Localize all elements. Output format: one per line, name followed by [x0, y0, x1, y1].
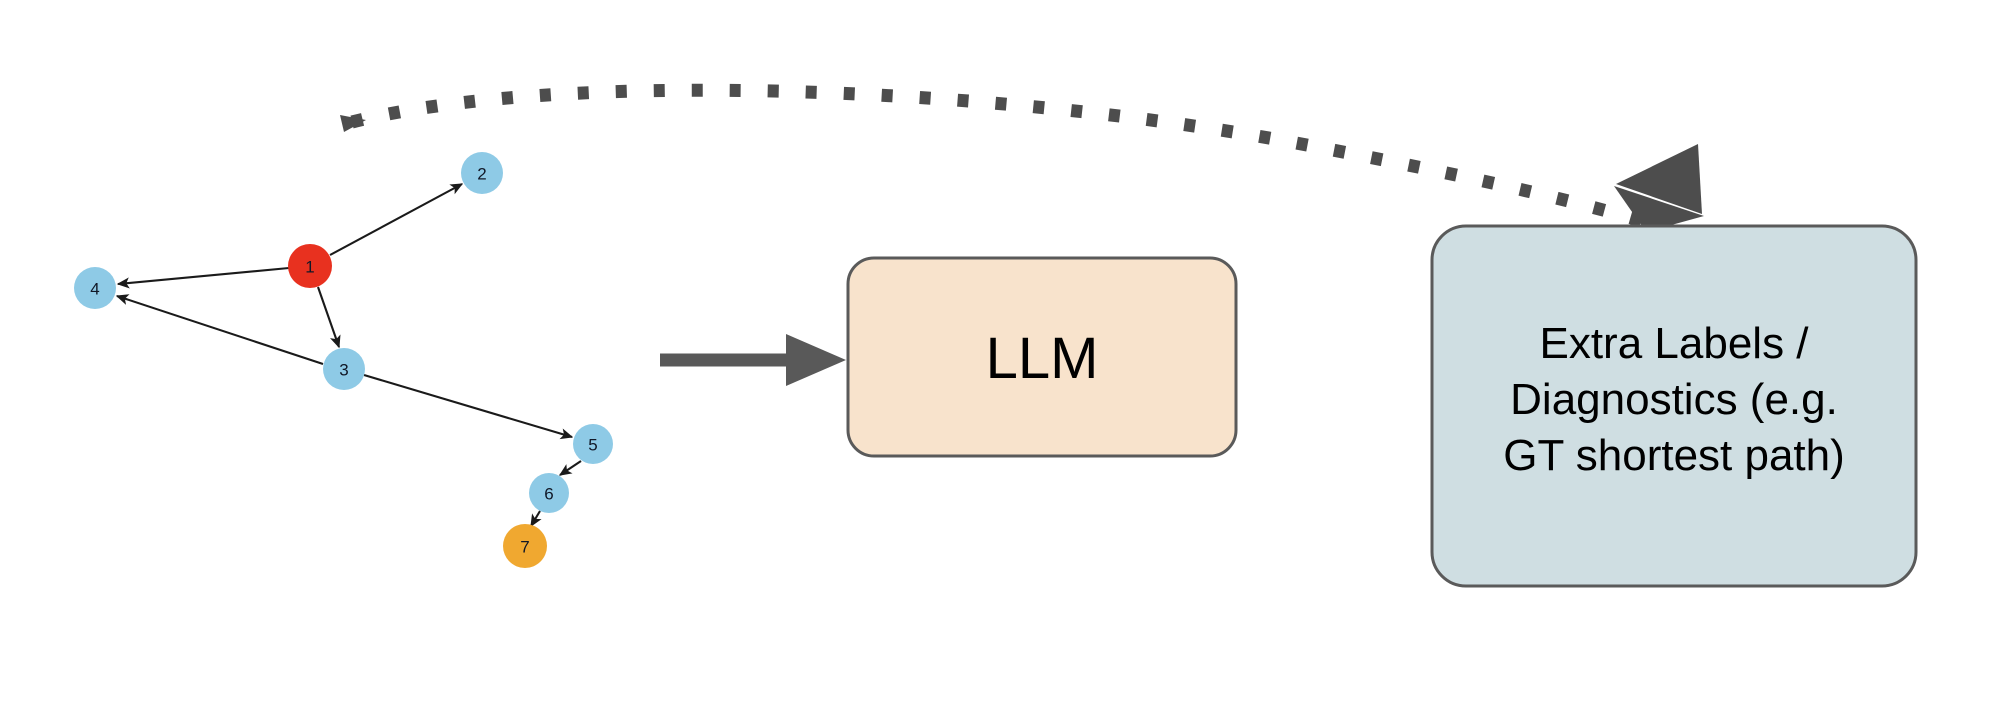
graph-node-5-circle[interactable]: [573, 424, 613, 464]
graph-nodes: 1 2 3 4 5 6 7: [74, 152, 613, 568]
edge-5-to-6: [558, 460, 582, 476]
graph-node-2[interactable]: 2: [461, 152, 503, 194]
llm-box-label: LLM: [986, 326, 1099, 391]
graph-node-7[interactable]: 7: [503, 524, 547, 568]
feedback-arrow-head-large-b: [1616, 144, 1702, 214]
diagnostics-box-line-3: GT shortest path): [1503, 431, 1845, 480]
graph-node-3-circle[interactable]: [323, 348, 365, 390]
input-arrow-head: [786, 334, 846, 386]
diagnostics-box-line-2: Diagnostics (e.g.: [1510, 375, 1838, 424]
graph-edges: [115, 183, 582, 528]
edge-1-to-3: [317, 286, 341, 349]
graph-node-3[interactable]: 3: [323, 348, 365, 390]
feedback-arrow-head-large: [1614, 186, 1704, 232]
graph-node-2-circle[interactable]: [461, 152, 503, 194]
edge-3-to-5: [363, 373, 574, 440]
graph-node-4[interactable]: 4: [74, 267, 116, 309]
graph-node-6-circle[interactable]: [529, 473, 569, 513]
graph-node-2-label: 2: [477, 165, 486, 184]
diagnostics-box-shape[interactable]: [1430, 224, 1918, 588]
graph-node-5-label: 5: [588, 436, 597, 455]
feedback-arrow-dashed-path: [350, 83, 1654, 231]
graph-node-4-label: 4: [90, 280, 99, 299]
graph-node-7-label: 7: [520, 538, 529, 557]
graph-node-7-circle[interactable]: [503, 524, 547, 568]
llm-box-shape[interactable]: [846, 256, 1238, 458]
graph-node-4-circle[interactable]: [74, 267, 116, 309]
edge-3-to-4: [115, 294, 324, 365]
graph-node-1-label: 1: [305, 258, 314, 277]
feedback-arrow-head-small: [340, 115, 366, 132]
graph-node-1-circle[interactable]: [288, 244, 332, 288]
edge-1-to-4: [116, 266, 290, 289]
graph-node-1[interactable]: 1: [288, 244, 332, 288]
diagnostics-box-line-1: Extra Labels /: [1539, 319, 1809, 368]
edge-1-to-2: [329, 183, 464, 256]
graph-node-6-label: 6: [544, 485, 553, 504]
graph-node-3-label: 3: [339, 361, 348, 380]
feedback-arrow: [340, 83, 1704, 232]
graph-node-6[interactable]: 6: [529, 473, 569, 513]
input-arrow: [660, 334, 846, 386]
edge-6-to-7: [530, 510, 542, 528]
graph-node-5[interactable]: 5: [573, 424, 613, 464]
diagnostics-box[interactable]: Extra Labels / Diagnostics (e.g. GT shor…: [1430, 224, 1918, 588]
llm-box[interactable]: LLM: [846, 256, 1238, 458]
